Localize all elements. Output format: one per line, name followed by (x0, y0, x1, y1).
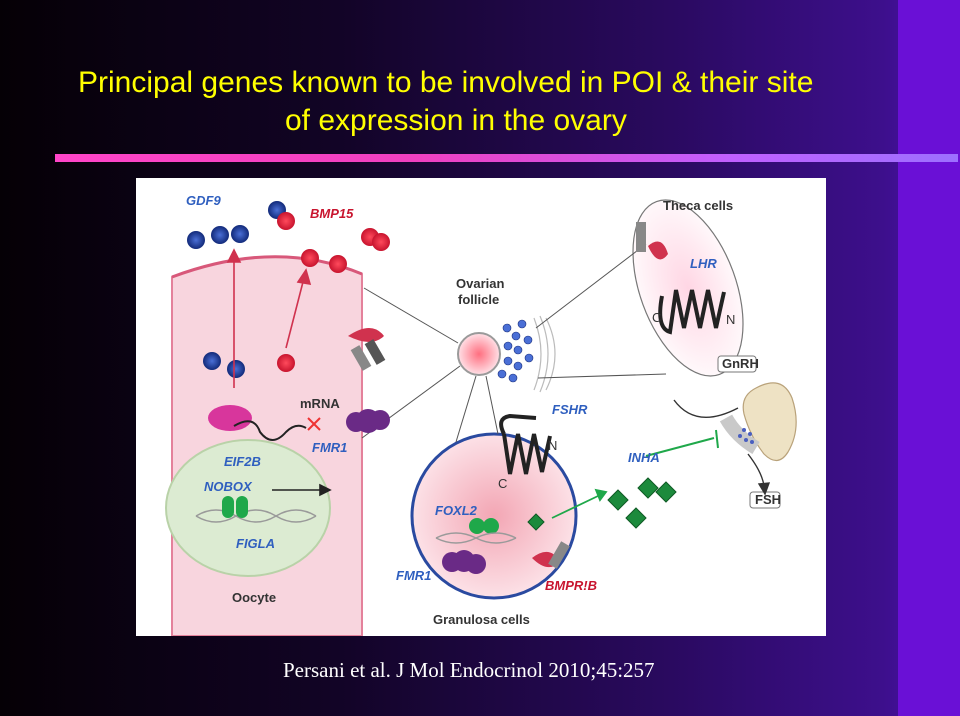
label-bmp15: BMP15 (310, 206, 354, 221)
label-lhr: LHR (690, 256, 717, 271)
slide-side-strip (898, 0, 960, 716)
label-oocyte: Oocyte (232, 590, 276, 605)
label-gnrh: GnRH (722, 356, 759, 371)
inha-proteins (527, 477, 677, 531)
label-follicle: follicle (458, 292, 499, 307)
theca-receptor (636, 222, 668, 260)
dna-helix-nucleus (195, 509, 317, 523)
label-ovarian: Ovarian (456, 276, 504, 291)
bmpr-receptor-oocyte (348, 328, 386, 371)
slide-title: Principal genes known to be involved in … (78, 64, 878, 140)
bmpr1b-receptor (532, 541, 570, 569)
nobox-arrow (272, 483, 332, 497)
label-figla: FIGLA (236, 536, 275, 551)
mrna-strand (233, 420, 307, 441)
fsh-feedback-arrow (673, 399, 739, 418)
label-granulosa-cells: Granulosa cells (433, 612, 530, 627)
label-fshr: FSHR (552, 402, 588, 417)
label-fsh: FSH (755, 492, 781, 507)
fshr-receptor (499, 413, 552, 475)
mrna-marker-icon (307, 417, 321, 431)
ovarian-follicle (457, 332, 501, 376)
gdf9-proteins (187, 201, 286, 378)
citation: Persani et al. J Mol Endocrinol 2010;45:… (283, 658, 655, 682)
slide-title-line-1: Principal genes known to be involved in … (78, 66, 814, 99)
label-fmr1-oocyte: FMR1 (312, 440, 347, 455)
ovary-gene-diagram: GDF9 BMP15 Theca cells Ovarian follicle … (136, 178, 826, 636)
gnrh-badge (717, 355, 757, 373)
inhibition-bar (645, 429, 719, 457)
bmp15-proteins (277, 212, 390, 372)
label-foxl2: FOXL2 (435, 503, 478, 518)
follicle-granulosa-ring (497, 319, 534, 383)
foxl2-protein (469, 518, 485, 534)
label-lhr-c-terminus: C (652, 310, 661, 325)
label-gdf9: GDF9 (186, 193, 221, 208)
label-nobox: NOBOX (204, 479, 253, 494)
nobox-protein (222, 496, 234, 518)
label-bmpr1b: BMPR!B (545, 578, 597, 593)
fsh-arrow (747, 453, 771, 496)
eif2b-complex (208, 405, 252, 431)
label-fshr-c-terminus: C (498, 476, 507, 491)
label-mrna: mRNA (300, 396, 340, 411)
dna-helix-granulosa (435, 532, 517, 544)
pituitary-gland (719, 382, 797, 462)
title-divider (55, 154, 958, 162)
label-fshr-n-terminus: N (548, 438, 557, 453)
label-inha: INHA (628, 450, 660, 465)
slide-title-line-2: of expression in the ovary (285, 104, 627, 137)
lhr-receptor (658, 289, 726, 335)
callout-lines (361, 243, 667, 443)
label-eif2b: EIF2B (224, 454, 261, 469)
inha-arrow (551, 488, 608, 519)
diagram-canvas: GDF9 BMP15 Theca cells Ovarian follicle … (165, 193, 797, 636)
secretion-arrows (226, 248, 312, 388)
label-fmr1-granulosa: FMR1 (396, 568, 431, 583)
label-theca-cells: Theca cells (663, 198, 733, 213)
label-lhr-n-terminus: N (726, 312, 735, 327)
